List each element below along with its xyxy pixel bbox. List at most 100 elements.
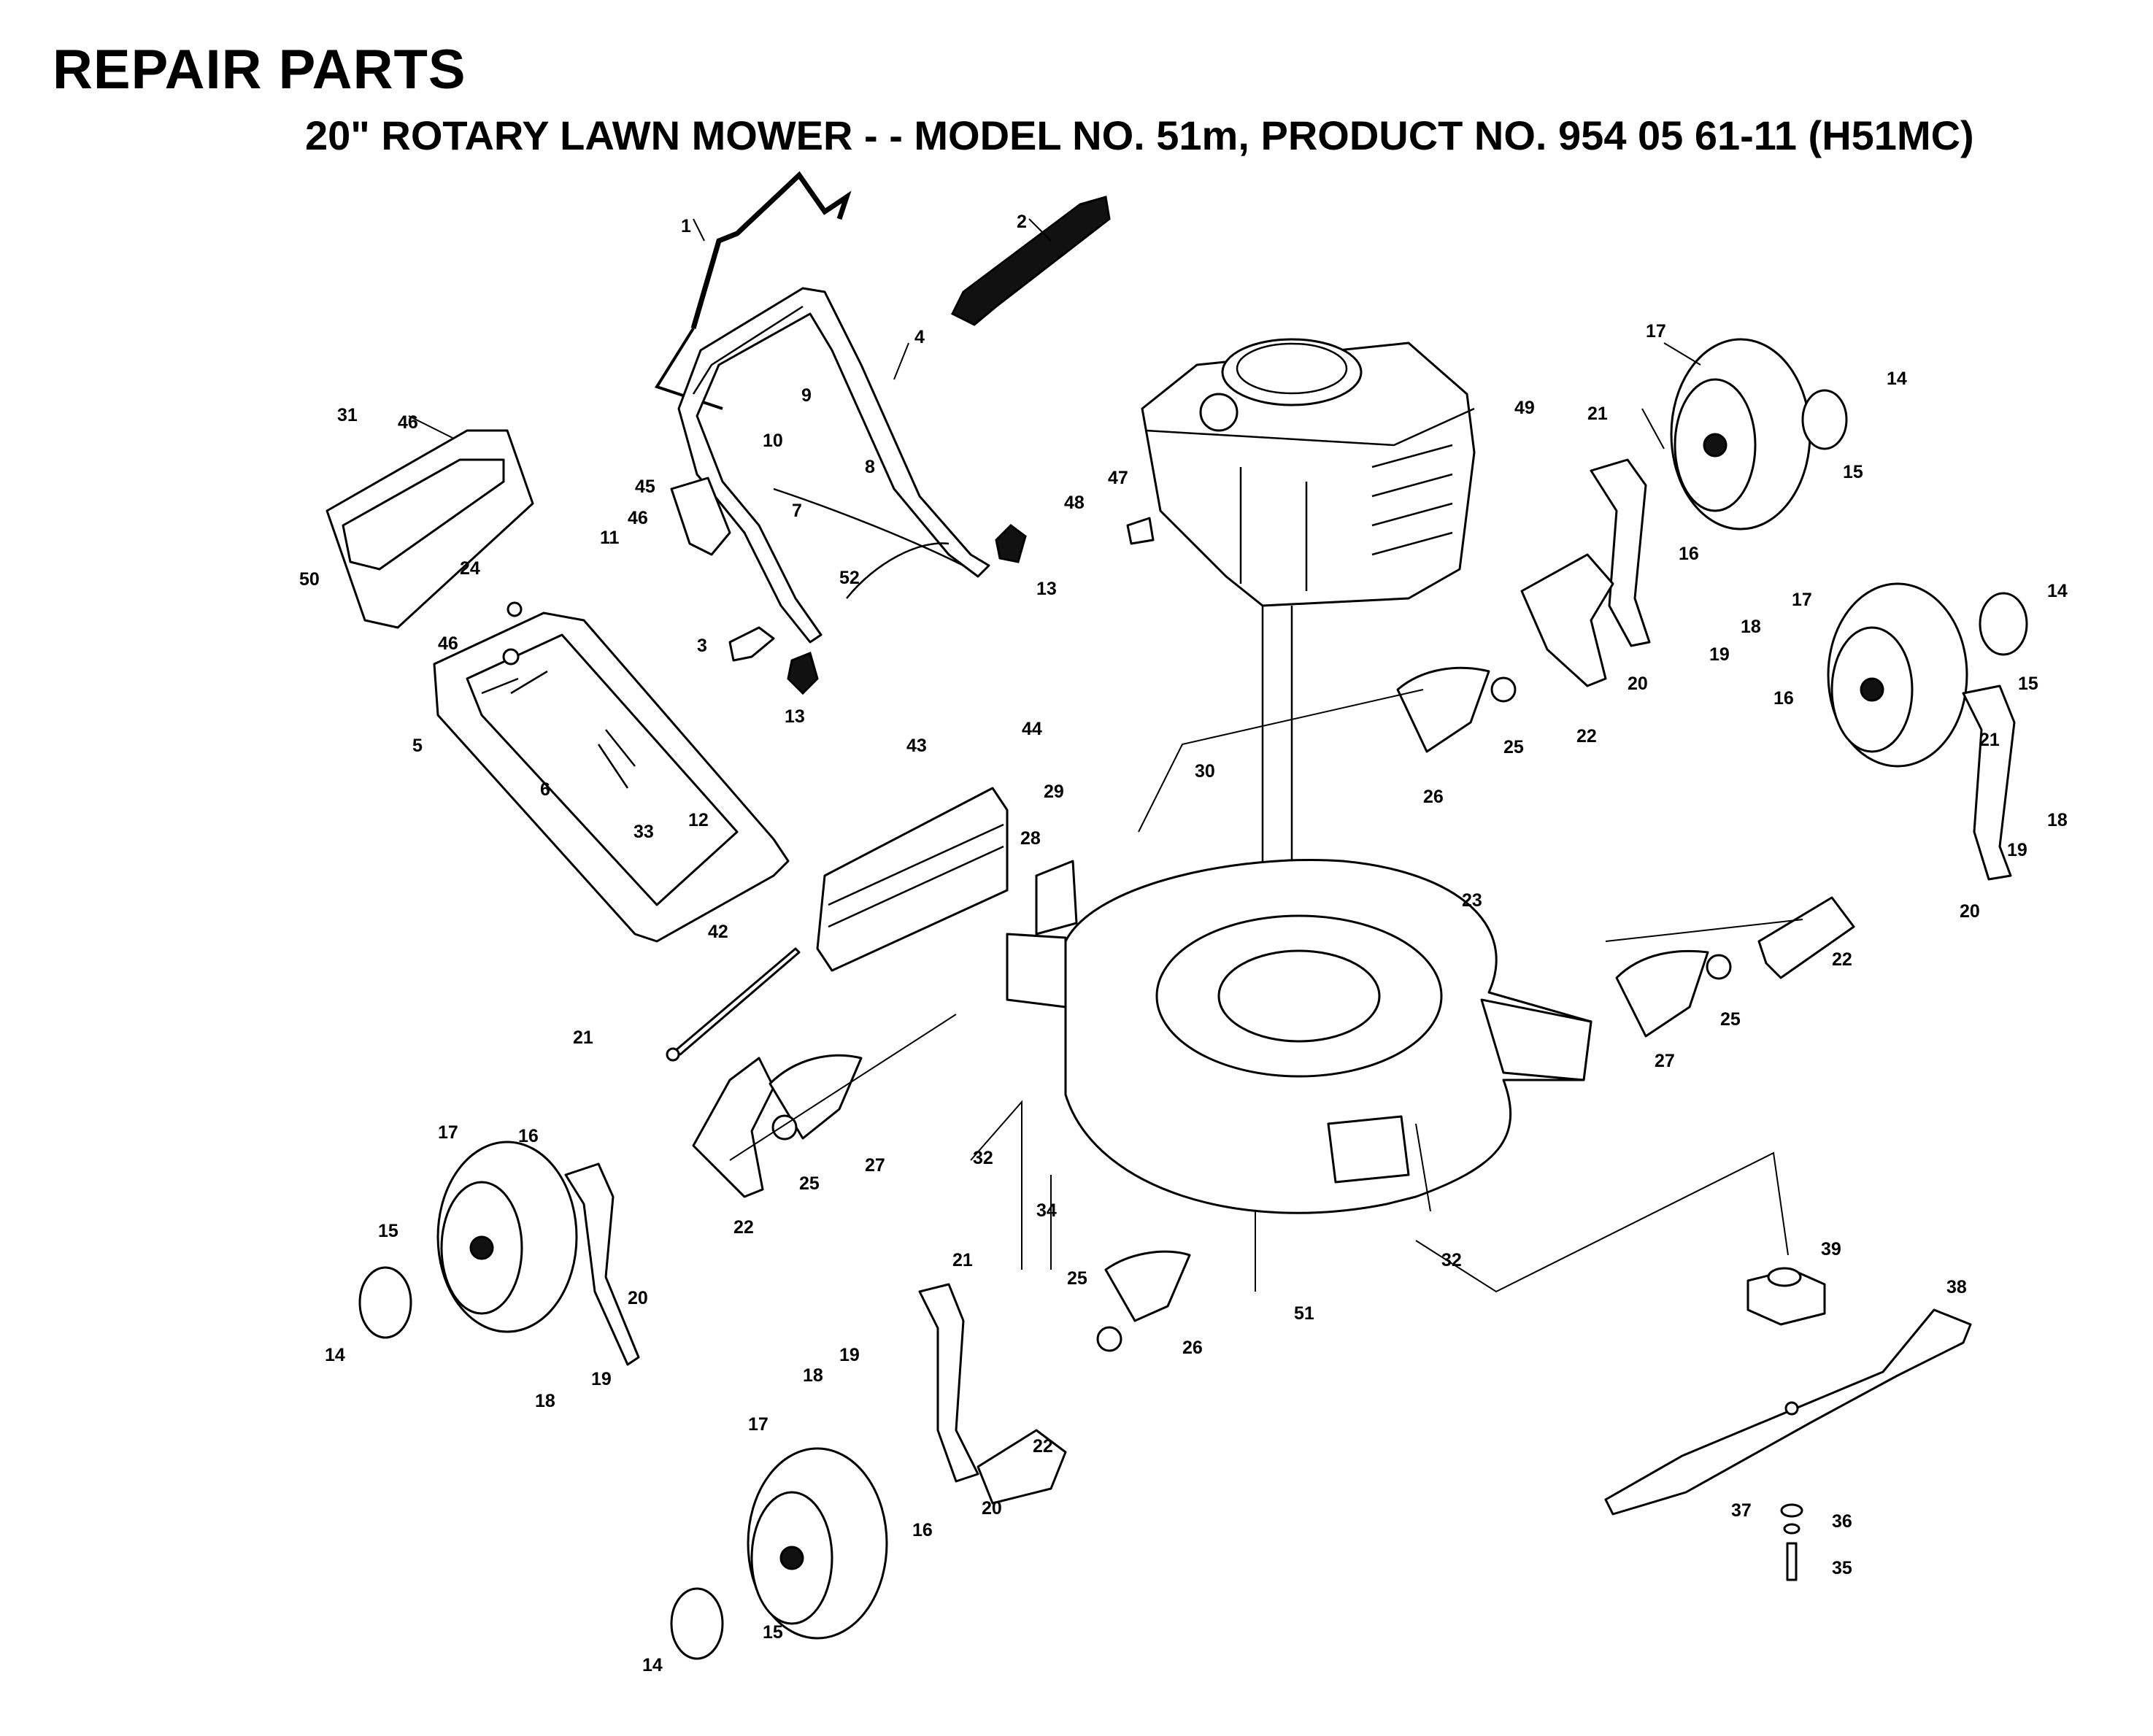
- callout-1: 1: [681, 216, 691, 236]
- callout-52: 52: [839, 568, 860, 588]
- callout-19a: 19: [1709, 644, 1730, 665]
- handle-knob: [787, 524, 1027, 695]
- callout-9: 9: [801, 385, 812, 406]
- callout-10: 10: [763, 431, 783, 451]
- callout-16a: 16: [1679, 544, 1699, 564]
- callout-15a: 15: [1843, 462, 1863, 482]
- axle-brackets: [692, 553, 1855, 1505]
- callout-7: 7: [792, 501, 802, 521]
- callout-27a: 27: [1655, 1051, 1675, 1071]
- callout-47: 47: [1108, 468, 1128, 488]
- grass-bag-top: [326, 429, 534, 629]
- callout-49: 49: [1514, 398, 1535, 418]
- callout-45: 45: [635, 477, 655, 497]
- callout-20b: 20: [1960, 901, 1980, 922]
- callout-25c: 25: [799, 1173, 820, 1194]
- callout-28: 28: [1020, 828, 1041, 849]
- callout-22b: 22: [1832, 949, 1852, 970]
- callout-51: 51: [1294, 1303, 1314, 1324]
- callout-15c: 15: [378, 1221, 398, 1241]
- height-quadrants: [769, 666, 1709, 1322]
- callout-21d: 21: [952, 1250, 973, 1270]
- callout-39: 39: [1821, 1239, 1841, 1259]
- callout-18a: 18: [1741, 617, 1761, 637]
- callout-14d: 14: [642, 1655, 663, 1675]
- callout-20d: 20: [982, 1498, 1002, 1519]
- page-subtitle: 20" ROTARY LAWN MOWER - - MODEL NO. 51m,…: [305, 112, 1974, 158]
- hub-caps: [358, 389, 2028, 1660]
- callout-42: 42: [708, 922, 728, 942]
- callout-21a: 21: [1587, 404, 1608, 424]
- callout-29: 29: [1044, 782, 1064, 802]
- callout-32b: 32: [1441, 1250, 1462, 1270]
- upper-handle: [654, 171, 852, 410]
- callout-34: 34: [1036, 1200, 1057, 1221]
- callout-46b: 46: [628, 508, 648, 528]
- callout-14a: 14: [1887, 369, 1907, 389]
- callout-25d: 25: [1067, 1268, 1087, 1289]
- wheel-front-left: [436, 1141, 578, 1333]
- callout-14c: 14: [325, 1345, 345, 1365]
- callout-11: 11: [600, 528, 620, 548]
- callout-15d: 15: [763, 1622, 783, 1643]
- callout-12: 12: [688, 810, 709, 830]
- callout-6: 6: [540, 779, 550, 800]
- callout-46a: 46: [398, 412, 418, 433]
- callout-19c: 19: [591, 1369, 612, 1389]
- callout-26b: 26: [1182, 1338, 1203, 1358]
- callout-17a: 17: [1646, 321, 1666, 342]
- callout-26a: 26: [1423, 787, 1444, 807]
- callout-25a: 25: [1503, 737, 1524, 757]
- callout-21b: 21: [1979, 730, 2000, 750]
- engine-control-lever: [728, 626, 775, 662]
- callout-18b: 18: [2047, 810, 2068, 830]
- callout-46c: 46: [438, 633, 458, 654]
- callout-33: 33: [633, 822, 654, 842]
- callout-15b: 15: [2018, 674, 2038, 694]
- callout-48: 48: [1064, 493, 1085, 513]
- callout-27b: 27: [865, 1155, 885, 1176]
- engine-bracket: [1126, 517, 1155, 545]
- wheel-rear-left: [747, 1447, 888, 1640]
- wheel-rear-right: [1670, 338, 1811, 531]
- callout-44: 44: [1022, 719, 1042, 739]
- callout-25b: 25: [1720, 1009, 1741, 1030]
- leader-lines: [408, 218, 1803, 1293]
- deck-rear-plate: [1006, 860, 1078, 1008]
- mower-blade: [1604, 1308, 1972, 1516]
- grass-bag-frame: [433, 612, 790, 943]
- callout-50: 50: [299, 569, 320, 590]
- handle-grip: [950, 196, 1111, 326]
- callout-19b: 19: [2007, 840, 2027, 860]
- callout-38: 38: [1946, 1277, 1967, 1297]
- callout-31: 31: [337, 405, 358, 425]
- callout-22c: 22: [733, 1217, 754, 1238]
- mower-deck: [1064, 858, 1592, 1214]
- callout-17d: 17: [748, 1414, 769, 1435]
- callout-13a: 13: [1036, 579, 1057, 599]
- callout-18c: 18: [535, 1391, 555, 1411]
- callout-23: 23: [1462, 890, 1482, 911]
- callout-17c: 17: [438, 1122, 458, 1143]
- callout-14b: 14: [2047, 581, 2068, 601]
- rear-deflector: [816, 787, 1009, 972]
- callout-30: 30: [1195, 761, 1215, 782]
- callout-20a: 20: [1628, 674, 1648, 694]
- callout-35: 35: [1832, 1558, 1852, 1578]
- deflector-rod: [666, 947, 801, 1062]
- callout-37: 37: [1731, 1500, 1752, 1521]
- callout-32a: 32: [973, 1148, 993, 1168]
- callout-5: 5: [412, 736, 423, 756]
- callout-8: 8: [865, 457, 875, 477]
- engine: [1141, 338, 1476, 1029]
- callout-4: 4: [914, 327, 925, 347]
- spacers: [771, 676, 1732, 1352]
- callout-22a: 22: [1576, 726, 1597, 747]
- wheel-front-right: [1827, 582, 1968, 768]
- control-cable: [773, 487, 964, 599]
- lower-handle: [677, 287, 990, 644]
- callout-17b: 17: [1792, 590, 1812, 610]
- callout-16d: 16: [912, 1520, 933, 1540]
- callout-24: 24: [460, 558, 480, 579]
